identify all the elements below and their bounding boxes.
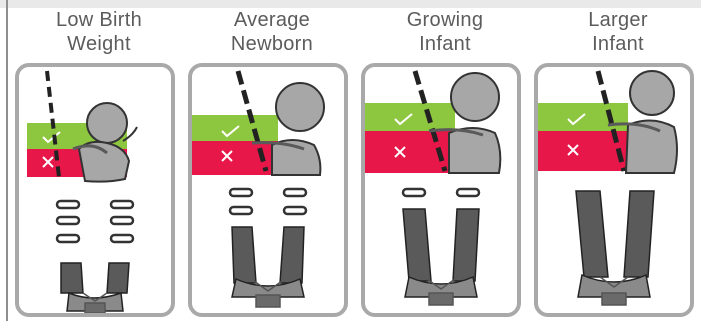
- harness-straps: [576, 191, 654, 297]
- harness-straps: [403, 209, 479, 297]
- stage-label-line1: Larger: [534, 8, 701, 32]
- stage-label-line2: Newborn: [188, 32, 356, 56]
- buckle-icon: [83, 293, 107, 313]
- stage-illustration: [365, 67, 517, 313]
- stage-label: Low Birth Weight: [15, 8, 183, 56]
- stage-label-line1: Growing: [361, 8, 529, 32]
- infant-figure: [272, 83, 324, 175]
- stage-column-growing-infant: Growing Infant: [361, 0, 529, 321]
- stage-label: Larger Infant: [534, 8, 701, 56]
- stage-label: Growing Infant: [361, 8, 529, 56]
- fits-zone: [365, 103, 455, 131]
- stage-illustration: [192, 67, 344, 313]
- stage-column-larger-infant: Larger Infant: [534, 0, 701, 321]
- harness-slots: [230, 189, 306, 214]
- fits-zone: [192, 115, 278, 141]
- stage-label-line1: Average: [188, 8, 356, 32]
- stage-label-line2: Infant: [361, 32, 529, 56]
- stage-label: Average Newborn: [188, 8, 356, 56]
- infant-figure: [449, 73, 500, 173]
- stage-illustration-frame: [361, 63, 521, 317]
- harness-slots: [403, 189, 479, 196]
- stage-label-line1: Low Birth: [15, 8, 183, 32]
- stage-illustration-frame: [534, 63, 694, 317]
- stage-label-line2: Weight: [15, 32, 183, 56]
- stage-illustration-frame: [188, 63, 348, 317]
- fits-zone: [538, 103, 628, 131]
- stage-column-low-birth-weight: Low Birth Weight: [15, 0, 183, 321]
- stage-illustration-frame: [15, 63, 175, 317]
- harness-straps: [232, 227, 304, 297]
- infant-figure: [626, 71, 677, 173]
- stage-illustration: [19, 67, 171, 313]
- stage-column-average-newborn: Average Newborn: [188, 0, 356, 321]
- stage-illustration: [538, 67, 690, 313]
- stage-label-line2: Infant: [534, 32, 701, 56]
- harness-slots: [57, 201, 133, 242]
